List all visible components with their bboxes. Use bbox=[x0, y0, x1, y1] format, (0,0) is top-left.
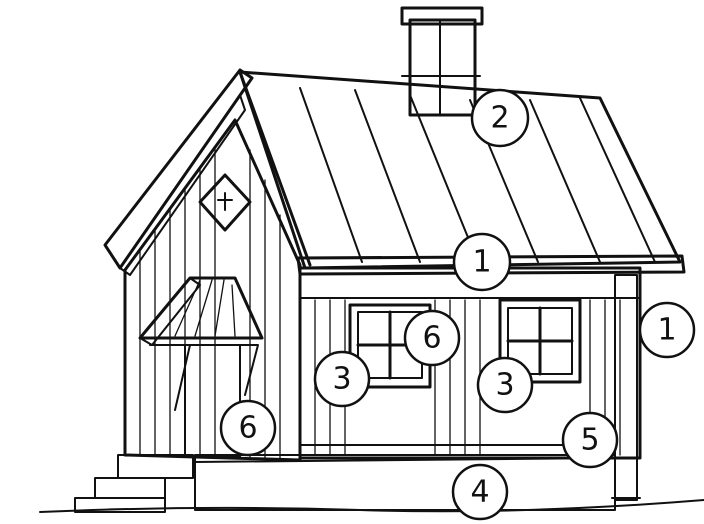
callout-2-chimney: 2 bbox=[472, 90, 528, 146]
callout-label: 1 bbox=[657, 313, 676, 348]
entry-steps bbox=[75, 455, 193, 512]
callout-1-eave: 1 bbox=[454, 234, 510, 290]
callout-1-downpipe: 1 bbox=[640, 303, 694, 357]
callout-label: 3 bbox=[332, 362, 351, 397]
callout-4-foundation: 4 bbox=[453, 465, 507, 519]
callout-label: 5 bbox=[580, 423, 599, 458]
callout-5-corner: 5 bbox=[563, 413, 617, 467]
roof bbox=[105, 70, 684, 275]
callout-6-window: 6 bbox=[405, 311, 459, 365]
callout-6-porch: 6 bbox=[221, 401, 275, 455]
callout-label: 2 bbox=[490, 101, 509, 136]
chimney bbox=[402, 8, 482, 115]
callout-label: 4 bbox=[470, 475, 489, 510]
downpipe bbox=[612, 275, 640, 500]
callout-3-window-left: 3 bbox=[315, 352, 369, 406]
callout-label: 6 bbox=[238, 411, 257, 446]
callout-3-window-right: 3 bbox=[478, 358, 532, 412]
foundation bbox=[195, 455, 615, 510]
callout-label: 3 bbox=[495, 368, 514, 403]
callout-label: 1 bbox=[472, 245, 491, 280]
callout-label: 6 bbox=[422, 321, 441, 356]
